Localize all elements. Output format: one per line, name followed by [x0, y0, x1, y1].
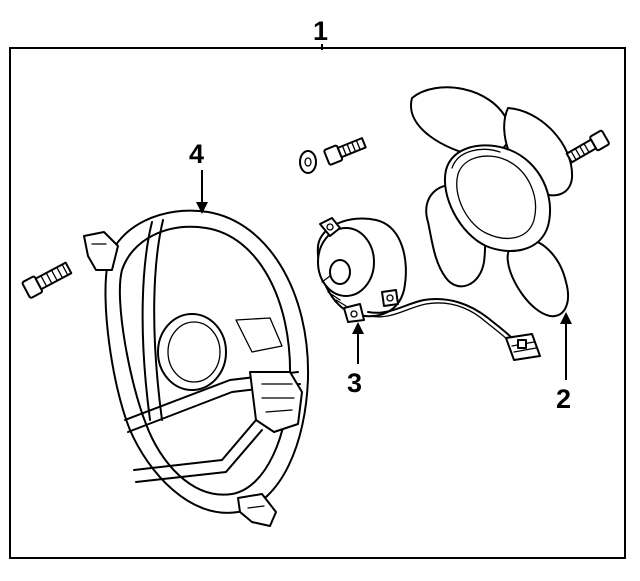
fan-motor: [316, 217, 407, 323]
leader-arrow-2: [560, 312, 572, 324]
callout-3-motor: 3: [347, 368, 362, 398]
leader-arrow-4: [196, 202, 208, 214]
bolt-left: [21, 261, 73, 299]
fan-blade: [410, 86, 574, 318]
wire-connector: [505, 333, 541, 361]
assembly-frame: [9, 47, 626, 559]
washer: [299, 150, 317, 174]
callout-1-assembly: 1: [313, 16, 328, 46]
leader-arrow-3: [352, 322, 364, 334]
bolt-center: [323, 137, 367, 166]
shroud-hub-opening: [157, 313, 227, 391]
fan-shroud: [83, 209, 310, 527]
motor-wire-harness: [367, 298, 513, 339]
callout-2-fan-blade: 2: [556, 384, 571, 414]
callout-4-shroud: 4: [189, 139, 204, 169]
bolt-right: [565, 129, 610, 164]
